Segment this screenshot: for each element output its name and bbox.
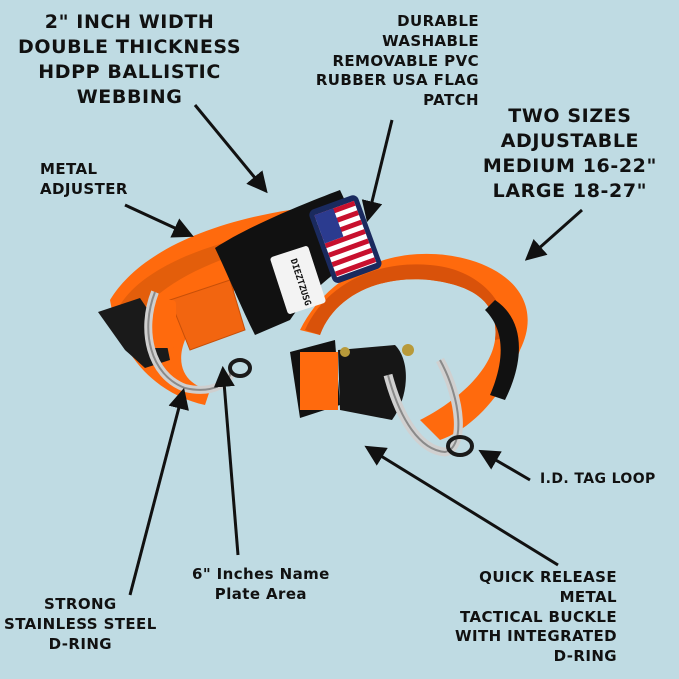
arrow-icon <box>124 203 194 238</box>
arrow-icon <box>524 208 583 261</box>
id-tag-loop-icon <box>446 435 474 457</box>
arrow-icon <box>361 119 394 223</box>
callout-arrows <box>124 104 583 596</box>
callout-name-plate: 6" Inches Name Plate Area <box>192 565 330 603</box>
arrow-icon <box>193 104 268 194</box>
arrow-icon <box>213 365 240 556</box>
buckle-d-ring-icon <box>383 357 463 457</box>
arrow-icon <box>128 387 189 596</box>
callout-sizes: TWO SIZES ADJUSTABLE MEDIUM 16-22" LARGE… <box>482 105 657 203</box>
callout-flag-patch: DURABLE WASHABLE REMOVABLE PVC RUBBER US… <box>315 12 479 110</box>
adjuster-buckle <box>98 298 176 368</box>
callout-webbing: 2" INCH WIDTH DOUBLE THICKNESS HDPP BALL… <box>18 11 242 109</box>
callout-buckle: QUICK RELEASE METAL TACTICAL BUCKLE WITH… <box>455 568 617 666</box>
rear-collar <box>300 253 528 440</box>
buckle-icon <box>290 340 414 420</box>
tag-loop-small <box>228 358 252 378</box>
callout-tag-loop: I.D. TAG LOOP <box>540 471 656 487</box>
arrow-icon <box>478 449 531 482</box>
callout-adjuster: METAL ADJUSTER <box>40 160 128 198</box>
callout-d-ring: STRONG STAINLESS STEEL D-RING <box>4 595 157 653</box>
arrow-icon <box>364 445 559 567</box>
